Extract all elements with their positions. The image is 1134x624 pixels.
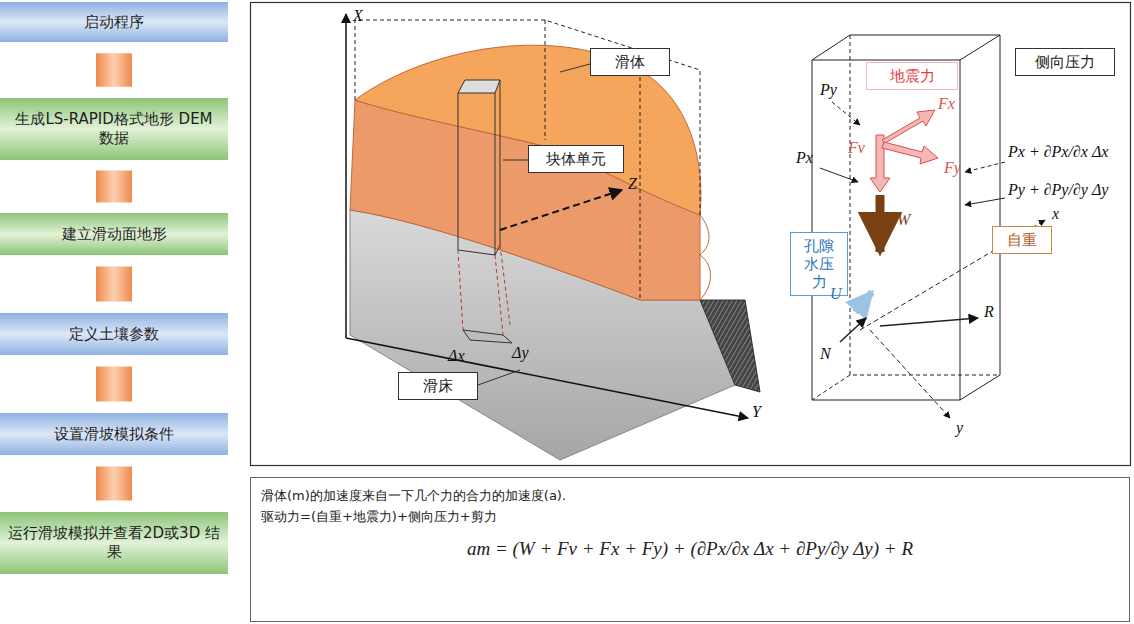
toe-lobes xyxy=(700,215,711,300)
pressure-arrow xyxy=(820,168,858,182)
label-box: 块体单元 xyxy=(528,145,624,173)
formula: am = (W + Fv + Fx + Fy) + (∂Px/∂x Δx + ∂… xyxy=(467,534,913,564)
pressure-arrow xyxy=(832,102,860,125)
force-label: W xyxy=(897,212,910,228)
pore-pressure-arrow xyxy=(855,292,872,312)
process-box: 设置滑坡模拟条件 xyxy=(0,413,228,455)
flow-connector xyxy=(96,367,132,402)
block-column xyxy=(458,80,500,255)
force-label: Px xyxy=(796,150,813,166)
force-label: N xyxy=(820,346,831,362)
shear-force xyxy=(880,318,978,326)
node-text: 孔隙水压力 xyxy=(799,237,839,291)
axis-label: Δx xyxy=(448,348,465,364)
label-box: 滑床 xyxy=(398,372,478,400)
prism-hidden xyxy=(812,35,1000,400)
node-text: 滑床 xyxy=(423,377,453,395)
flow-connector xyxy=(96,466,132,500)
axis-label: Z xyxy=(628,176,637,192)
node-text: 自重 xyxy=(1007,231,1037,249)
label-box: 地震力 xyxy=(866,62,958,90)
label-box: 滑体 xyxy=(590,48,670,76)
process-box: 生成LS-RAPID格式地形 DEM数据 xyxy=(0,98,228,160)
process-box: 定义土壤参数 xyxy=(0,313,228,355)
prism-edges xyxy=(812,35,1000,400)
process-box: 启动程序 xyxy=(0,2,228,42)
node-text: 运行滑坡模拟并查看2D或3D 结果 xyxy=(8,524,220,562)
pressure-arrow xyxy=(965,198,1005,205)
force-label: Fy xyxy=(944,160,961,176)
axis-label: X xyxy=(353,8,363,24)
local-y-axis xyxy=(870,330,950,418)
node-text: 生成LS-RAPID格式地形 DEM数据 xyxy=(8,110,220,148)
force-label: Fx xyxy=(938,96,955,112)
node-text: 驱动力=(自重+地震力)+侧向压力+剪力 xyxy=(261,507,497,528)
x-axis xyxy=(345,14,347,338)
node-text: 定义土壤参数 xyxy=(69,325,159,344)
node-text: 建立滑动面地形 xyxy=(62,225,167,244)
flow-connector xyxy=(96,53,132,87)
local-x-axis xyxy=(860,220,1045,330)
node-text: 侧向压力 xyxy=(1035,53,1095,71)
force-label: Px + ∂Px/∂x Δx xyxy=(1008,144,1108,160)
seismic-fy xyxy=(882,142,938,164)
node-text: 滑体(m)的加速度来自一下几个力的合力的加速度(a). xyxy=(261,486,566,507)
bed-face xyxy=(700,300,760,392)
normal-force xyxy=(840,318,866,342)
node-text: 地震力 xyxy=(890,67,935,85)
figure-panel xyxy=(251,3,1131,466)
process-box: 建立滑动面地形 xyxy=(0,213,228,255)
pressure-arrow xyxy=(965,162,1005,172)
block-top xyxy=(458,80,500,93)
leader-line xyxy=(560,64,590,72)
force-label: Fv xyxy=(848,140,865,156)
node-text: 滑体 xyxy=(615,53,645,71)
leader-line xyxy=(478,370,520,385)
frame-lines xyxy=(355,20,700,300)
axis-label: Δy xyxy=(512,345,529,361)
slide-body-top xyxy=(355,45,701,215)
projection-lines xyxy=(458,245,510,335)
force-label: Py + ∂Py/∂y Δy xyxy=(1008,182,1108,198)
label-box: 自重 xyxy=(992,226,1052,254)
process-box: 运行滑坡模拟并查看2D或3D 结果 xyxy=(0,512,228,574)
force-label: x xyxy=(1052,206,1059,222)
node-text: 启动程序 xyxy=(84,13,144,32)
force-label: y xyxy=(956,420,963,436)
y-axis xyxy=(346,338,748,418)
axis-label: Y xyxy=(752,404,761,420)
label-box: 侧向压力 xyxy=(1015,48,1115,76)
flow-connector xyxy=(96,171,132,203)
flow-connector xyxy=(96,267,132,302)
force-label: U xyxy=(830,286,842,302)
force-label: R xyxy=(984,304,994,320)
text-box: 滑体(m)的加速度来自一下几个力的合力的加速度(a).驱动力=(自重+地震力)+… xyxy=(250,477,1130,622)
weight-arrow xyxy=(876,195,885,252)
node-text: 块体单元 xyxy=(546,150,606,168)
block-base xyxy=(463,330,512,343)
leader-line xyxy=(503,160,528,161)
seismic-fx xyxy=(882,110,935,143)
prism-top xyxy=(812,35,1000,60)
z-axis xyxy=(500,190,622,230)
node-text: 设置滑坡模拟条件 xyxy=(54,425,174,444)
force-label: Py xyxy=(820,82,837,98)
